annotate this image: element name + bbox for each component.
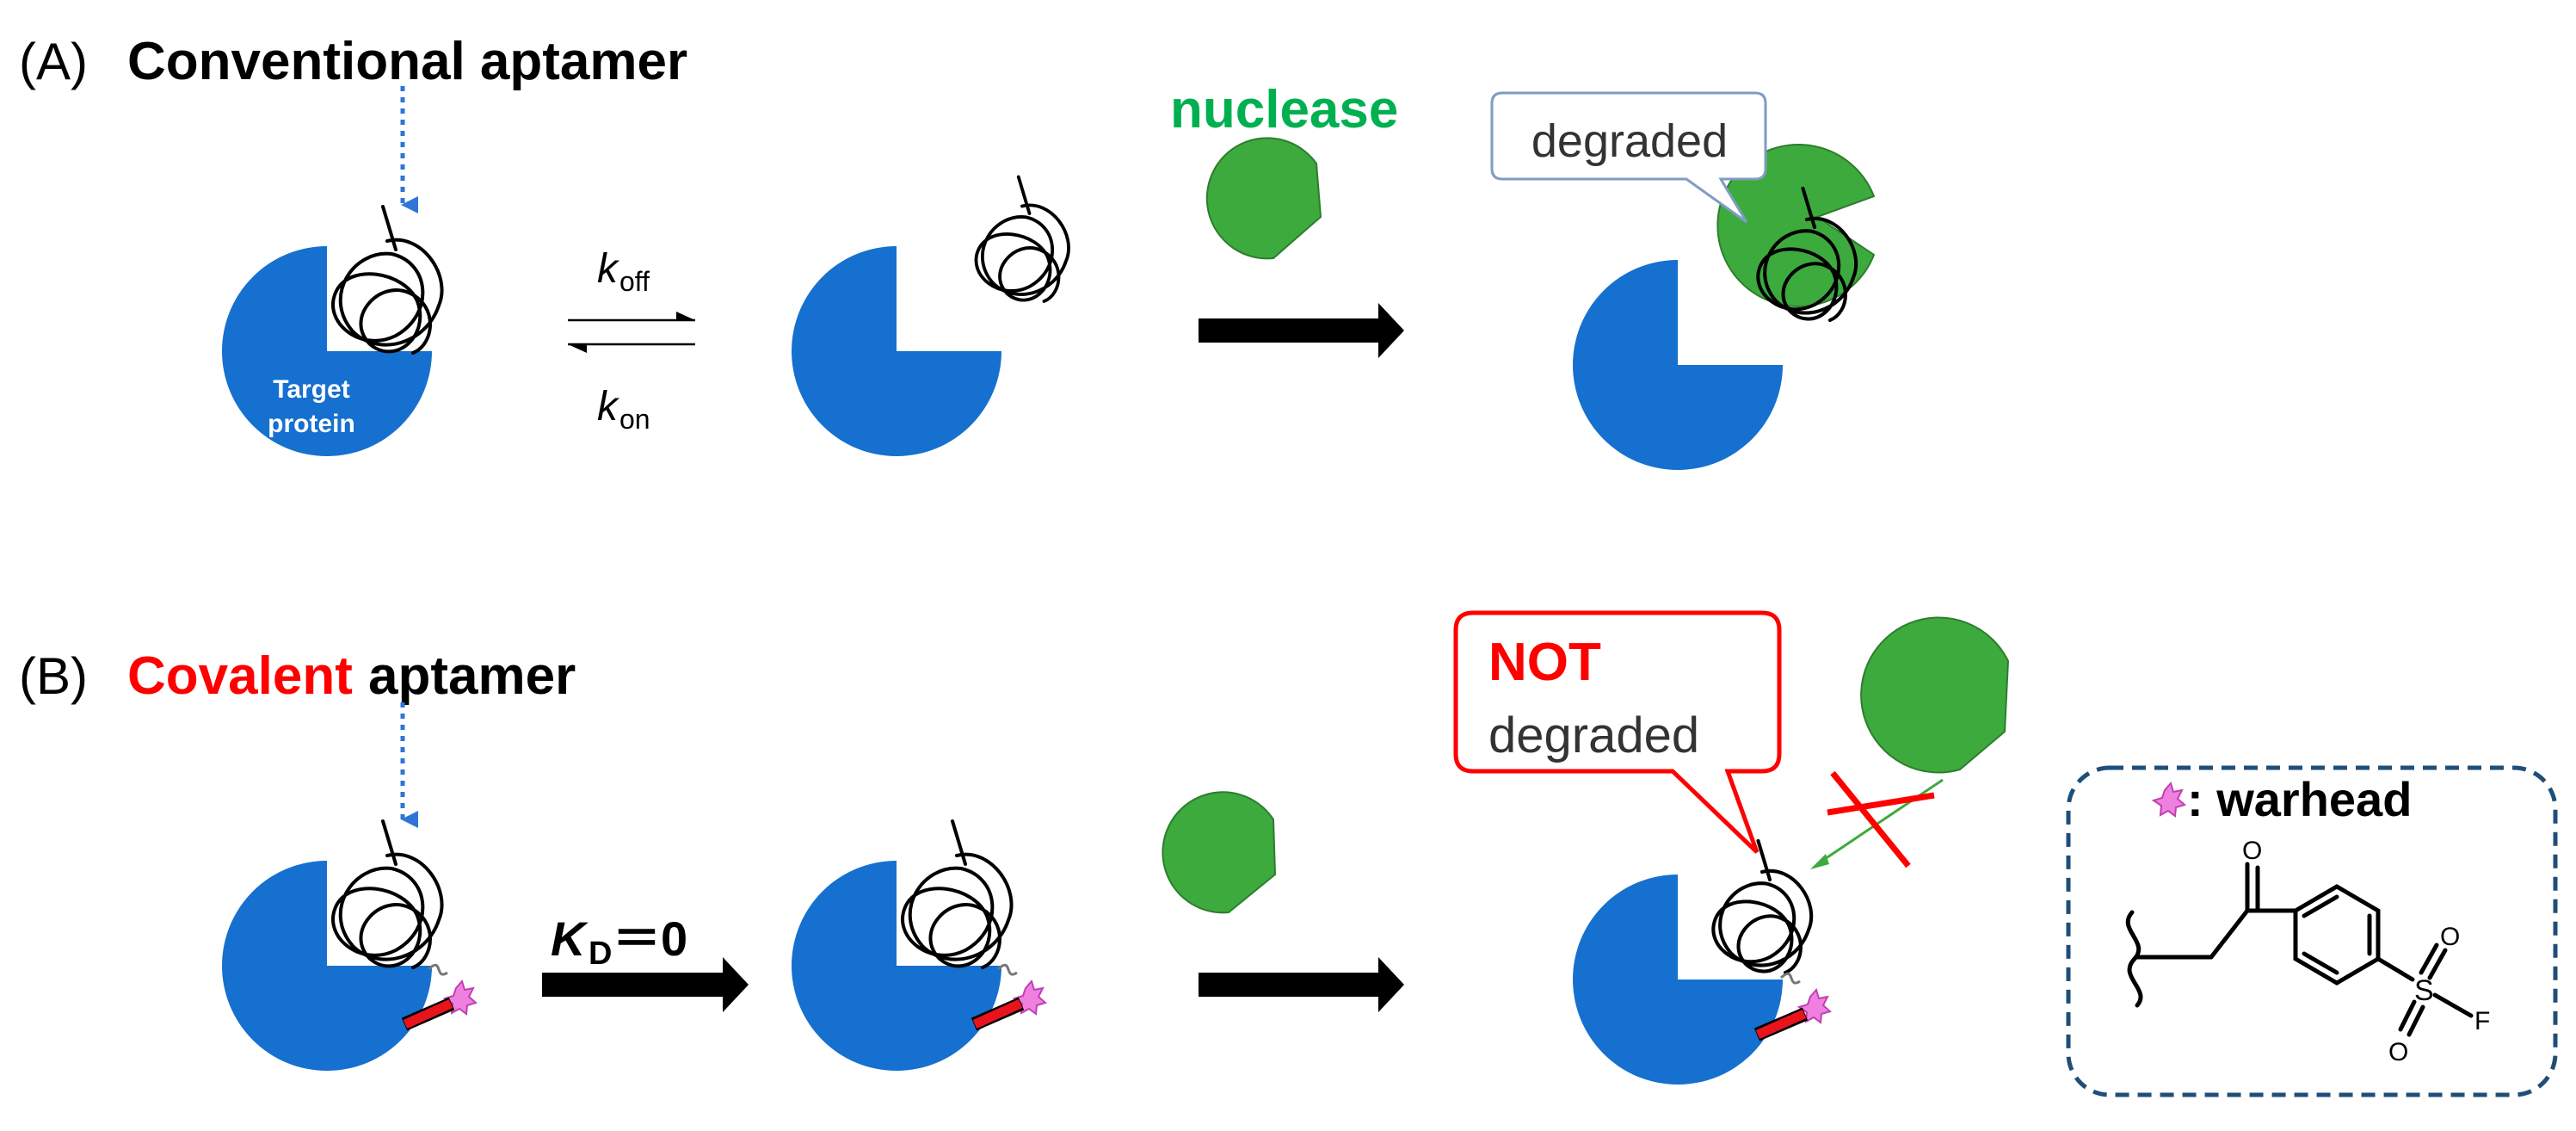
target-protein-shape [792,861,1001,1071]
block-cross-line-1 [1830,770,1911,868]
nuclease-label: nuclease [1170,80,1398,139]
warhead-legend-star [2151,781,2187,818]
atom-sulfonyl-o-top: O [2440,923,2460,951]
panel-b-paren-label: (B) [19,647,88,705]
covalent-bond [1755,1009,1807,1040]
block-cross-line-2 [1827,792,1935,816]
atom-fluorine: F [2474,1007,2490,1035]
target-protein-shape [222,861,432,1071]
kd-rest: ＝0 [613,912,687,966]
equilibrium-arrowhead-forward [676,312,695,320]
aptamer-tangle [1756,186,1858,323]
degraded-callout [1490,91,1767,224]
atom-carbonyl-o: O [2242,837,2262,865]
warhead-legend-box [2066,765,2558,1097]
k-off-sub: off [619,266,650,297]
covalent-bond [403,998,453,1029]
nuclease-pacman [1162,791,1277,914]
target-protein-shape [222,246,432,456]
nuclease-pacman [1205,137,1322,260]
k-on-sub: on [619,404,650,435]
target-protein-shape [1573,875,1783,1085]
aptamer-tangle [974,175,1070,303]
aptamer-tangle [331,205,444,355]
warhead-star [1796,987,1833,1024]
degraded-callout-text: degraded [1531,115,1728,167]
not-degraded-callout [1453,610,1782,854]
not-degraded-line1: NOT [1488,633,1601,692]
k-on-main: k [597,384,620,430]
aptamer-tangle [901,819,1014,969]
atom-sulfur: S [2414,974,2434,1007]
linker [996,963,1018,976]
blocked-attack-arrowhead [1810,854,1829,869]
nuclease-pacman [1716,144,1876,307]
target-protein-shape [792,246,1001,456]
atom-sulfonyl-o-bottom: O [2388,1038,2408,1066]
panel-b-title-rest: aptamer [368,646,576,706]
linker [1779,972,1801,985]
panel-b-title-highlight: Covalent [127,646,353,706]
protein-label-line2: protein [268,410,355,438]
panel-a: (A) Conventional aptamer Target protein … [19,32,1876,470]
warhead-chemical-structure [2125,862,2474,1037]
linker [427,963,448,976]
aptamer-tangle [331,819,444,969]
equilibrium-arrowhead-backward [568,344,587,353]
panel-a-paren-label: (A) [19,33,88,90]
nuclease-pacman [1860,616,2010,774]
reaction-arrowhead [723,957,749,1012]
reaction-arrow-shaft [542,973,727,997]
covalent-bond [972,998,1023,1029]
blocked-attack-arrow [1816,778,1944,866]
aptamer-tangle [1711,838,1814,975]
k-off-main: k [597,246,620,292]
reaction-arrowhead [1378,303,1404,358]
reaction-arrow-shaft [1199,973,1384,997]
target-protein-shape [1573,260,1783,470]
reaction-arrow-shaft [1199,318,1384,343]
panel-a-title: Conventional aptamer [127,32,687,91]
reaction-arrowhead [1378,957,1404,1012]
kd-sub: D [589,936,612,972]
panel-b: (B) Covalent aptamer K D ＝0 [19,610,2558,1097]
protein-label-line1: Target [273,375,349,404]
not-degraded-line2: degraded [1488,708,1699,763]
kd-main: K [551,912,589,966]
warhead-legend-label: : warhead [2187,772,2412,826]
